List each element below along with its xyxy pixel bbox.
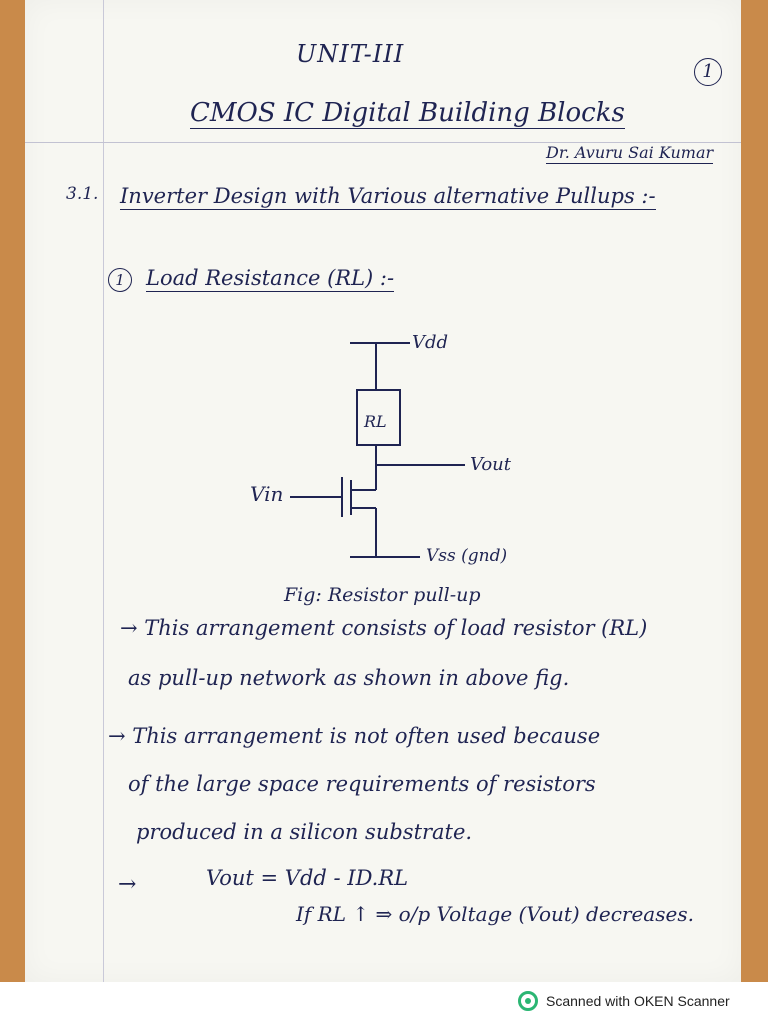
load-resistor (356, 389, 401, 446)
page-title: CMOS IC Digital Building Blocks (190, 98, 625, 129)
note-1-line-2: as pull-up network as shown in above fig… (128, 666, 570, 690)
figure-caption: Fig: Resistor pull-up (284, 584, 481, 606)
margin-line (103, 0, 104, 982)
scanner-footer-bar (0, 982, 768, 1024)
note-2-line-3: produced in a silicon substrate. (136, 820, 473, 844)
section-number: 3.1. (66, 184, 99, 204)
author-name: Dr. Avuru Sai Kumar (546, 143, 714, 164)
note-2-line-2: of the large space requirements of resis… (128, 772, 596, 796)
resistor-pullup-circuit (290, 342, 465, 558)
scanner-watermark: Scanned with OKEN Scanner (518, 990, 730, 1012)
equation-vout: Vout = Vdd - ID.RL (206, 866, 409, 890)
subsection-number: 1 (108, 268, 132, 292)
section-heading: Inverter Design with Various alternative… (120, 184, 656, 210)
equation-arrow: → (118, 872, 137, 897)
vss-label: Vss (gnd) (426, 546, 508, 566)
oken-scanner-icon (518, 991, 538, 1011)
vout-label: Vout (470, 454, 512, 475)
note-1-line-1: → This arrangement consists of load resi… (120, 616, 648, 640)
equation-rl-effect: If RL ↑ ⇒ o/p Voltage (Vout) decreases. (296, 902, 694, 926)
rl-label: RL (364, 412, 387, 431)
subsection-heading: Load Resistance (RL) :- (146, 266, 395, 292)
vdd-label: Vdd (412, 332, 449, 353)
unit-label: UNIT-III (296, 40, 405, 68)
page-number: 1 (694, 58, 722, 86)
vin-label: Vin (250, 482, 284, 506)
scanner-text: Scanned with OKEN Scanner (546, 993, 730, 1009)
header-rule (25, 142, 741, 143)
note-2-line-1: → This arrangement is not often used bec… (108, 724, 601, 748)
